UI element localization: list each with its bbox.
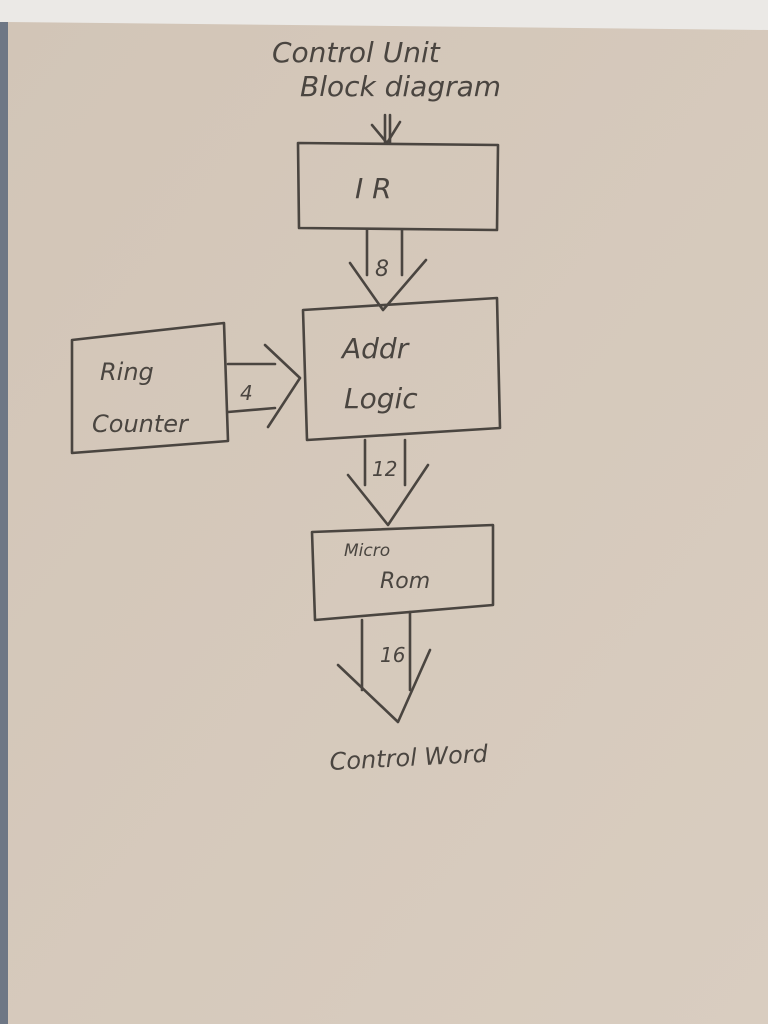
rom-label: Rom: [380, 569, 430, 594]
bus-width-16: 16: [380, 643, 405, 667]
bus-width-4: 4: [240, 381, 253, 405]
title-line1: Control Unit: [272, 36, 441, 69]
bus-arrow-ring-addr: [226, 343, 302, 429]
bus-arrow-addr-rom: [346, 438, 430, 527]
ring-counter-box: [70, 321, 230, 455]
micro-label: Micro: [344, 541, 390, 561]
left-edge: [0, 22, 8, 1024]
bus-width-8: 8: [375, 257, 389, 282]
counter-label: Counter: [92, 410, 190, 438]
logic-label: Logic: [344, 382, 418, 415]
addr-logic-box: [301, 296, 502, 442]
bus-arrow-ir-addr: [348, 228, 428, 312]
title-line2: Block diagram: [300, 70, 501, 103]
ring-label: Ring: [100, 358, 154, 386]
micro-rom-box: [310, 523, 495, 622]
bus-width-12: 12: [372, 457, 397, 481]
ir-label: I R: [355, 172, 392, 205]
bus-arrow-rom-out: [336, 610, 432, 724]
ir-box: [296, 141, 500, 232]
addr-label: Addr: [340, 332, 410, 365]
